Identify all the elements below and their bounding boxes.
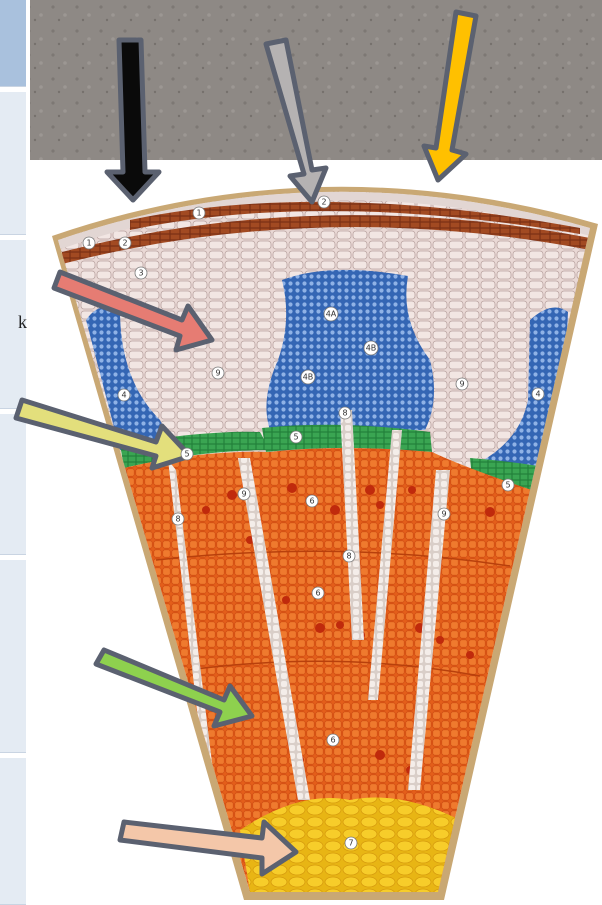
svg-text:5: 5 [505, 481, 510, 490]
label-6-mid: 6 [312, 587, 324, 599]
svg-text:9: 9 [441, 510, 446, 519]
label-2-top: 2 [318, 196, 330, 208]
label-8-center: 8 [339, 407, 351, 419]
label-3: 3 [135, 267, 147, 279]
svg-text:6: 6 [309, 497, 314, 506]
label-1-top: 1 [193, 207, 205, 219]
label-7: 7 [345, 837, 357, 849]
label-5-center: 5 [290, 431, 302, 443]
label-9-lower: 9 [438, 508, 450, 520]
label-4-left: 4 [118, 389, 130, 401]
svg-text:5: 5 [293, 433, 298, 442]
svg-text:8: 8 [175, 515, 180, 524]
svg-text:4B: 4B [366, 344, 377, 353]
label-8-left: 8 [172, 513, 184, 525]
label-8-mid: 8 [343, 550, 355, 562]
label-4a: 4A [324, 307, 338, 321]
svg-text:4: 4 [535, 390, 540, 399]
svg-text:6: 6 [315, 589, 320, 598]
svg-text:2: 2 [122, 239, 127, 248]
svg-text:9: 9 [459, 380, 464, 389]
svg-text:6: 6 [330, 736, 335, 745]
svg-text:9: 9 [241, 490, 246, 499]
label-2-left: 2 [119, 237, 131, 249]
label-9-right: 9 [456, 378, 468, 390]
label-4-right: 4 [532, 388, 544, 400]
svg-text:8: 8 [346, 552, 351, 561]
label-1-left: 1 [83, 237, 95, 249]
svg-text:4B: 4B [303, 373, 314, 382]
stone-background [30, 0, 602, 160]
svg-text:3: 3 [138, 269, 143, 278]
label-5-right: 5 [502, 479, 514, 491]
svg-text:9: 9 [215, 369, 220, 378]
label-6-lower: 6 [327, 734, 339, 746]
svg-text:1: 1 [86, 239, 91, 248]
svg-text:4A: 4A [326, 310, 337, 319]
label-4b-right: 4B [364, 341, 378, 355]
label-9-center: 9 [238, 488, 250, 500]
label-4b-left: 4B [301, 370, 315, 384]
arrow-peach [120, 822, 296, 874]
label-6-upper: 6 [306, 495, 318, 507]
svg-text:4: 4 [121, 391, 126, 400]
svg-text:2: 2 [321, 198, 326, 207]
label-9-left: 9 [212, 367, 224, 379]
svg-text:7: 7 [348, 839, 353, 848]
svg-text:5: 5 [184, 450, 189, 459]
label-5-left: 5 [181, 448, 193, 460]
svg-text:1: 1 [196, 209, 201, 218]
svg-text:8: 8 [342, 409, 347, 418]
